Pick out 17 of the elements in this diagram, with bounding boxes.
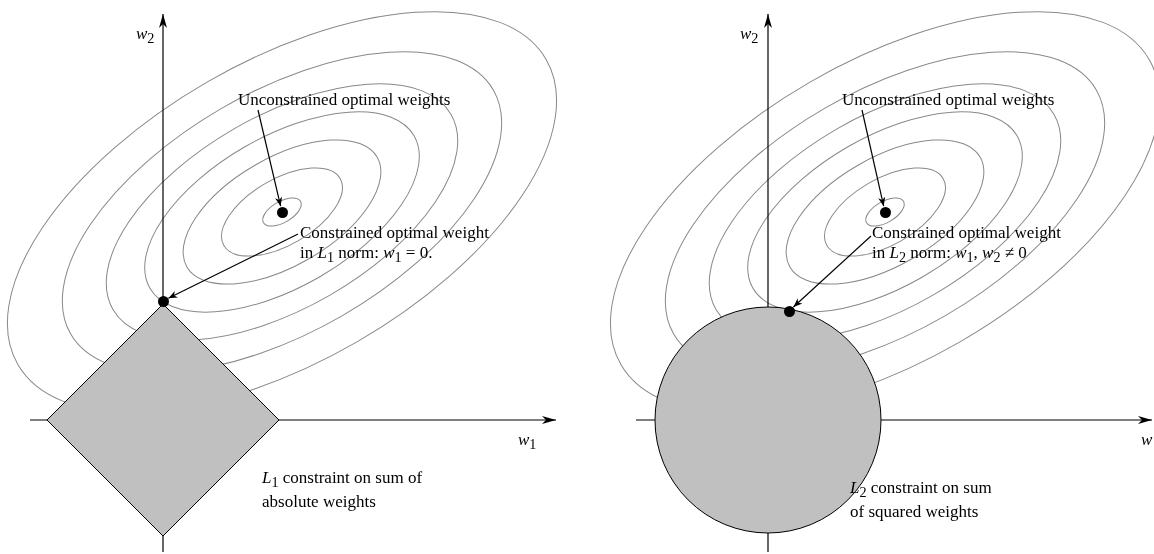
axis-label: w$_{2}$ bbox=[136, 24, 155, 49]
region-label: L$_{2}$ constraint on sum of squared weights bbox=[850, 478, 993, 523]
axis-label: w$_{2}$ bbox=[740, 24, 759, 49]
callout-text: Constrained optimal weight in L$_{1}$ norm: w$_{1}$ = 0. bbox=[300, 223, 500, 268]
callout-text: Unconstrained optimal weights bbox=[238, 90, 478, 110]
point-marker bbox=[276, 206, 288, 218]
point-marker bbox=[879, 206, 891, 218]
point-marker bbox=[157, 295, 169, 307]
leader-arrow bbox=[861, 109, 886, 207]
callout-text: Constrained optimal weight in L$_{2}$ norm: w$_{1}$, w$_{2}$ ≠ 0 bbox=[872, 223, 1072, 268]
axis-label: w bbox=[1141, 430, 1153, 450]
callout-text: Unconstrained optimal weights bbox=[842, 90, 1082, 110]
region-label: L$_{1}$ constraint on sum of absolute weights bbox=[262, 468, 424, 513]
leader-arrow bbox=[792, 235, 872, 308]
leader-arrow bbox=[167, 233, 299, 299]
axis-label: w$_{1}$ bbox=[518, 430, 537, 455]
leader-arrow bbox=[257, 109, 283, 207]
